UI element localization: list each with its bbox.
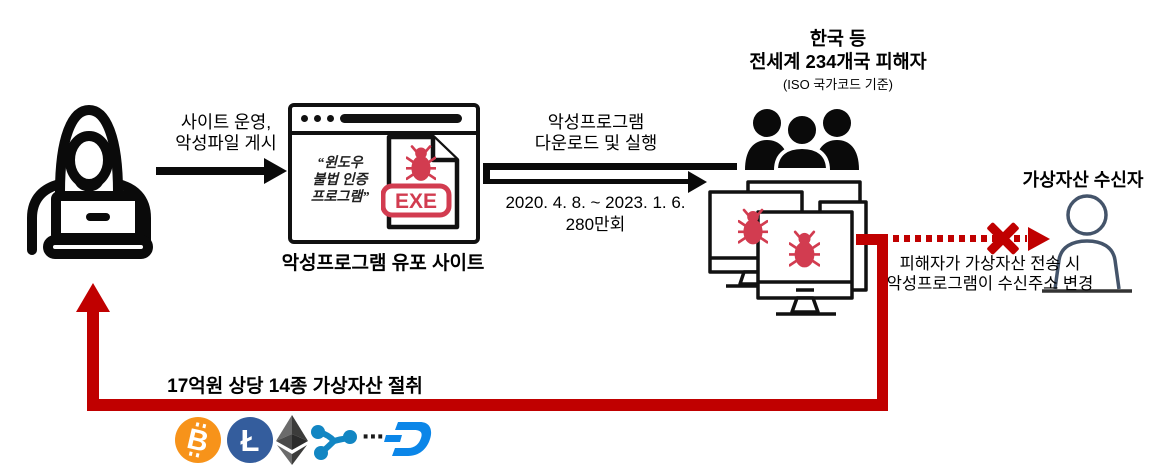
bitcoin-icon: B xyxy=(175,417,221,463)
flow2-arrow-shaft xyxy=(486,179,688,184)
flow1-line1: 사이트 운영, xyxy=(180,112,272,132)
red-loop-right-vertical xyxy=(877,234,888,411)
litecoin-symbol: Ł xyxy=(241,423,260,458)
site-quote-line3: 프로그램” xyxy=(310,190,370,205)
flow2-label: 악성프로그램 다운로드 및 실행 xyxy=(498,112,694,154)
laptop-key-detail xyxy=(86,213,110,221)
flow2-arrowhead xyxy=(688,171,707,193)
litecoin-icon: Ł xyxy=(227,417,273,463)
recipient-note1: 피해자가 가상자산 전송 시 xyxy=(899,255,1081,273)
exe-label: EXE xyxy=(395,190,437,213)
infected-computers-icon xyxy=(708,180,868,316)
flow2-top-bar xyxy=(483,163,737,170)
blocked-transfer-dotted-line xyxy=(893,235,1027,242)
crypto-ellipsis: ⋯ xyxy=(362,424,385,449)
malware-exe-file-icon: EXE xyxy=(381,134,460,230)
red-loop-top-joint xyxy=(856,234,888,245)
site-quote-line1: “윈도우 xyxy=(317,156,363,171)
flow2-left-joint xyxy=(483,163,490,184)
red-loop-left-vertical xyxy=(87,308,99,403)
ripple-icon xyxy=(311,425,357,460)
flow2-line2: 다운로드 및 실행 xyxy=(534,133,658,153)
flow2-count: 280만회 xyxy=(565,215,626,234)
flow2-line1: 악성프로그램 xyxy=(547,112,645,132)
dash-icon xyxy=(384,422,432,456)
recipient-title: 가상자산 수신자 xyxy=(1022,170,1144,190)
victims-line3: (ISO 국가코드 기준) xyxy=(782,77,894,92)
ethereum-icon xyxy=(276,415,308,465)
browser-dots-icon xyxy=(301,115,334,122)
recipient-note: 피해자가 가상자산 전송 시 악성프로그램이 수신주소 변경 xyxy=(872,254,1108,294)
person-outline-icon xyxy=(1042,194,1132,293)
flow1-arrowhead xyxy=(264,158,287,184)
victims-title: 한국 등 전세계 234개국 피해자 (ISO 국가코드 기준) xyxy=(728,27,948,96)
theft-label: 17억원 상당 14종 가상자산 절취 xyxy=(167,376,423,397)
hacker-laptop-icon xyxy=(27,105,153,259)
browser-titlebar xyxy=(292,107,476,135)
red-loop-arrowhead-up xyxy=(76,283,110,312)
flow2-period-block: 2020. 4. 8. ~ 2023. 1. 6. 280만회 xyxy=(483,192,708,236)
x-mark-icon xyxy=(983,218,1023,258)
site-quote: “윈도우 불법 인증 프로그램” xyxy=(296,155,384,206)
people-group-icon xyxy=(745,109,859,170)
site-caption: 악성프로그램 유포 사이트 xyxy=(281,253,485,274)
flow2-period: 2020. 4. 8. ~ 2023. 1. 6. xyxy=(505,193,686,212)
flow1-line2: 악성파일 게시 xyxy=(175,133,277,153)
victims-line2: 전세계 234개국 피해자 xyxy=(749,51,927,72)
browser-address-bar xyxy=(340,114,462,123)
victims-line1: 한국 등 xyxy=(809,28,867,49)
blocked-transfer-arrowhead xyxy=(1028,227,1050,251)
flow1-label: 사이트 운영, 악성파일 게시 xyxy=(145,112,307,154)
site-quote-line2: 불법 인증 xyxy=(312,173,368,188)
red-loop-bottom-bar xyxy=(87,399,888,411)
recipient-note2: 악성프로그램이 수신주소 변경 xyxy=(886,275,1094,293)
flow1-arrow-shaft xyxy=(156,167,266,175)
